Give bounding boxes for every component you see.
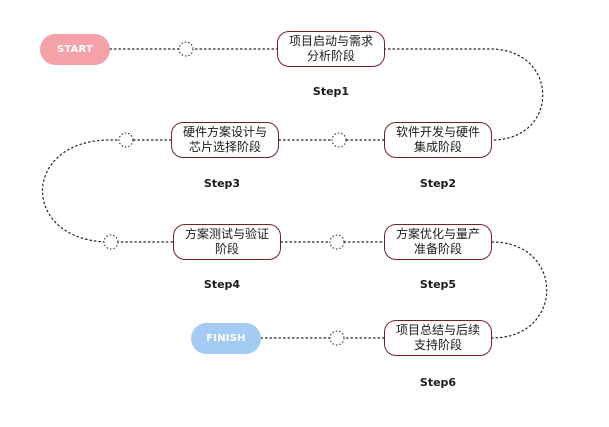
- step6-label: Step6: [419, 376, 457, 389]
- step5-label: Step5: [419, 278, 457, 291]
- waypoint-circle: [118, 132, 134, 148]
- step1-label: Step1: [312, 85, 350, 98]
- start-terminal: START: [40, 34, 110, 65]
- waypoint-circle: [178, 41, 194, 57]
- finish-terminal: FINISH: [191, 323, 261, 354]
- waypoint-circle: [103, 234, 119, 250]
- connector-step3-to-step4: [42, 139, 174, 243]
- step2-box: 软件开发与硬件集成阶段: [384, 122, 492, 158]
- connector-step5-to-step6: [491, 241, 548, 339]
- connector-step1-to-step2: [383, 48, 544, 141]
- step3-box: 硬件方案设计与芯片选择阶段: [171, 122, 279, 158]
- step4-box: 方案测试与验证阶段: [173, 224, 281, 260]
- step5-box: 方案优化与量产准备阶段: [384, 224, 492, 260]
- step2-label: Step2: [419, 177, 457, 190]
- step3-label: Step3: [203, 177, 241, 190]
- step1-box: 项目启动与需求分析阶段: [277, 31, 385, 67]
- waypoint-circle: [329, 330, 345, 346]
- waypoint-circle: [331, 132, 347, 148]
- waypoint-circle: [329, 234, 345, 250]
- step4-label: Step4: [203, 278, 241, 291]
- step6-box: 项目总结与后续支持阶段: [384, 320, 492, 356]
